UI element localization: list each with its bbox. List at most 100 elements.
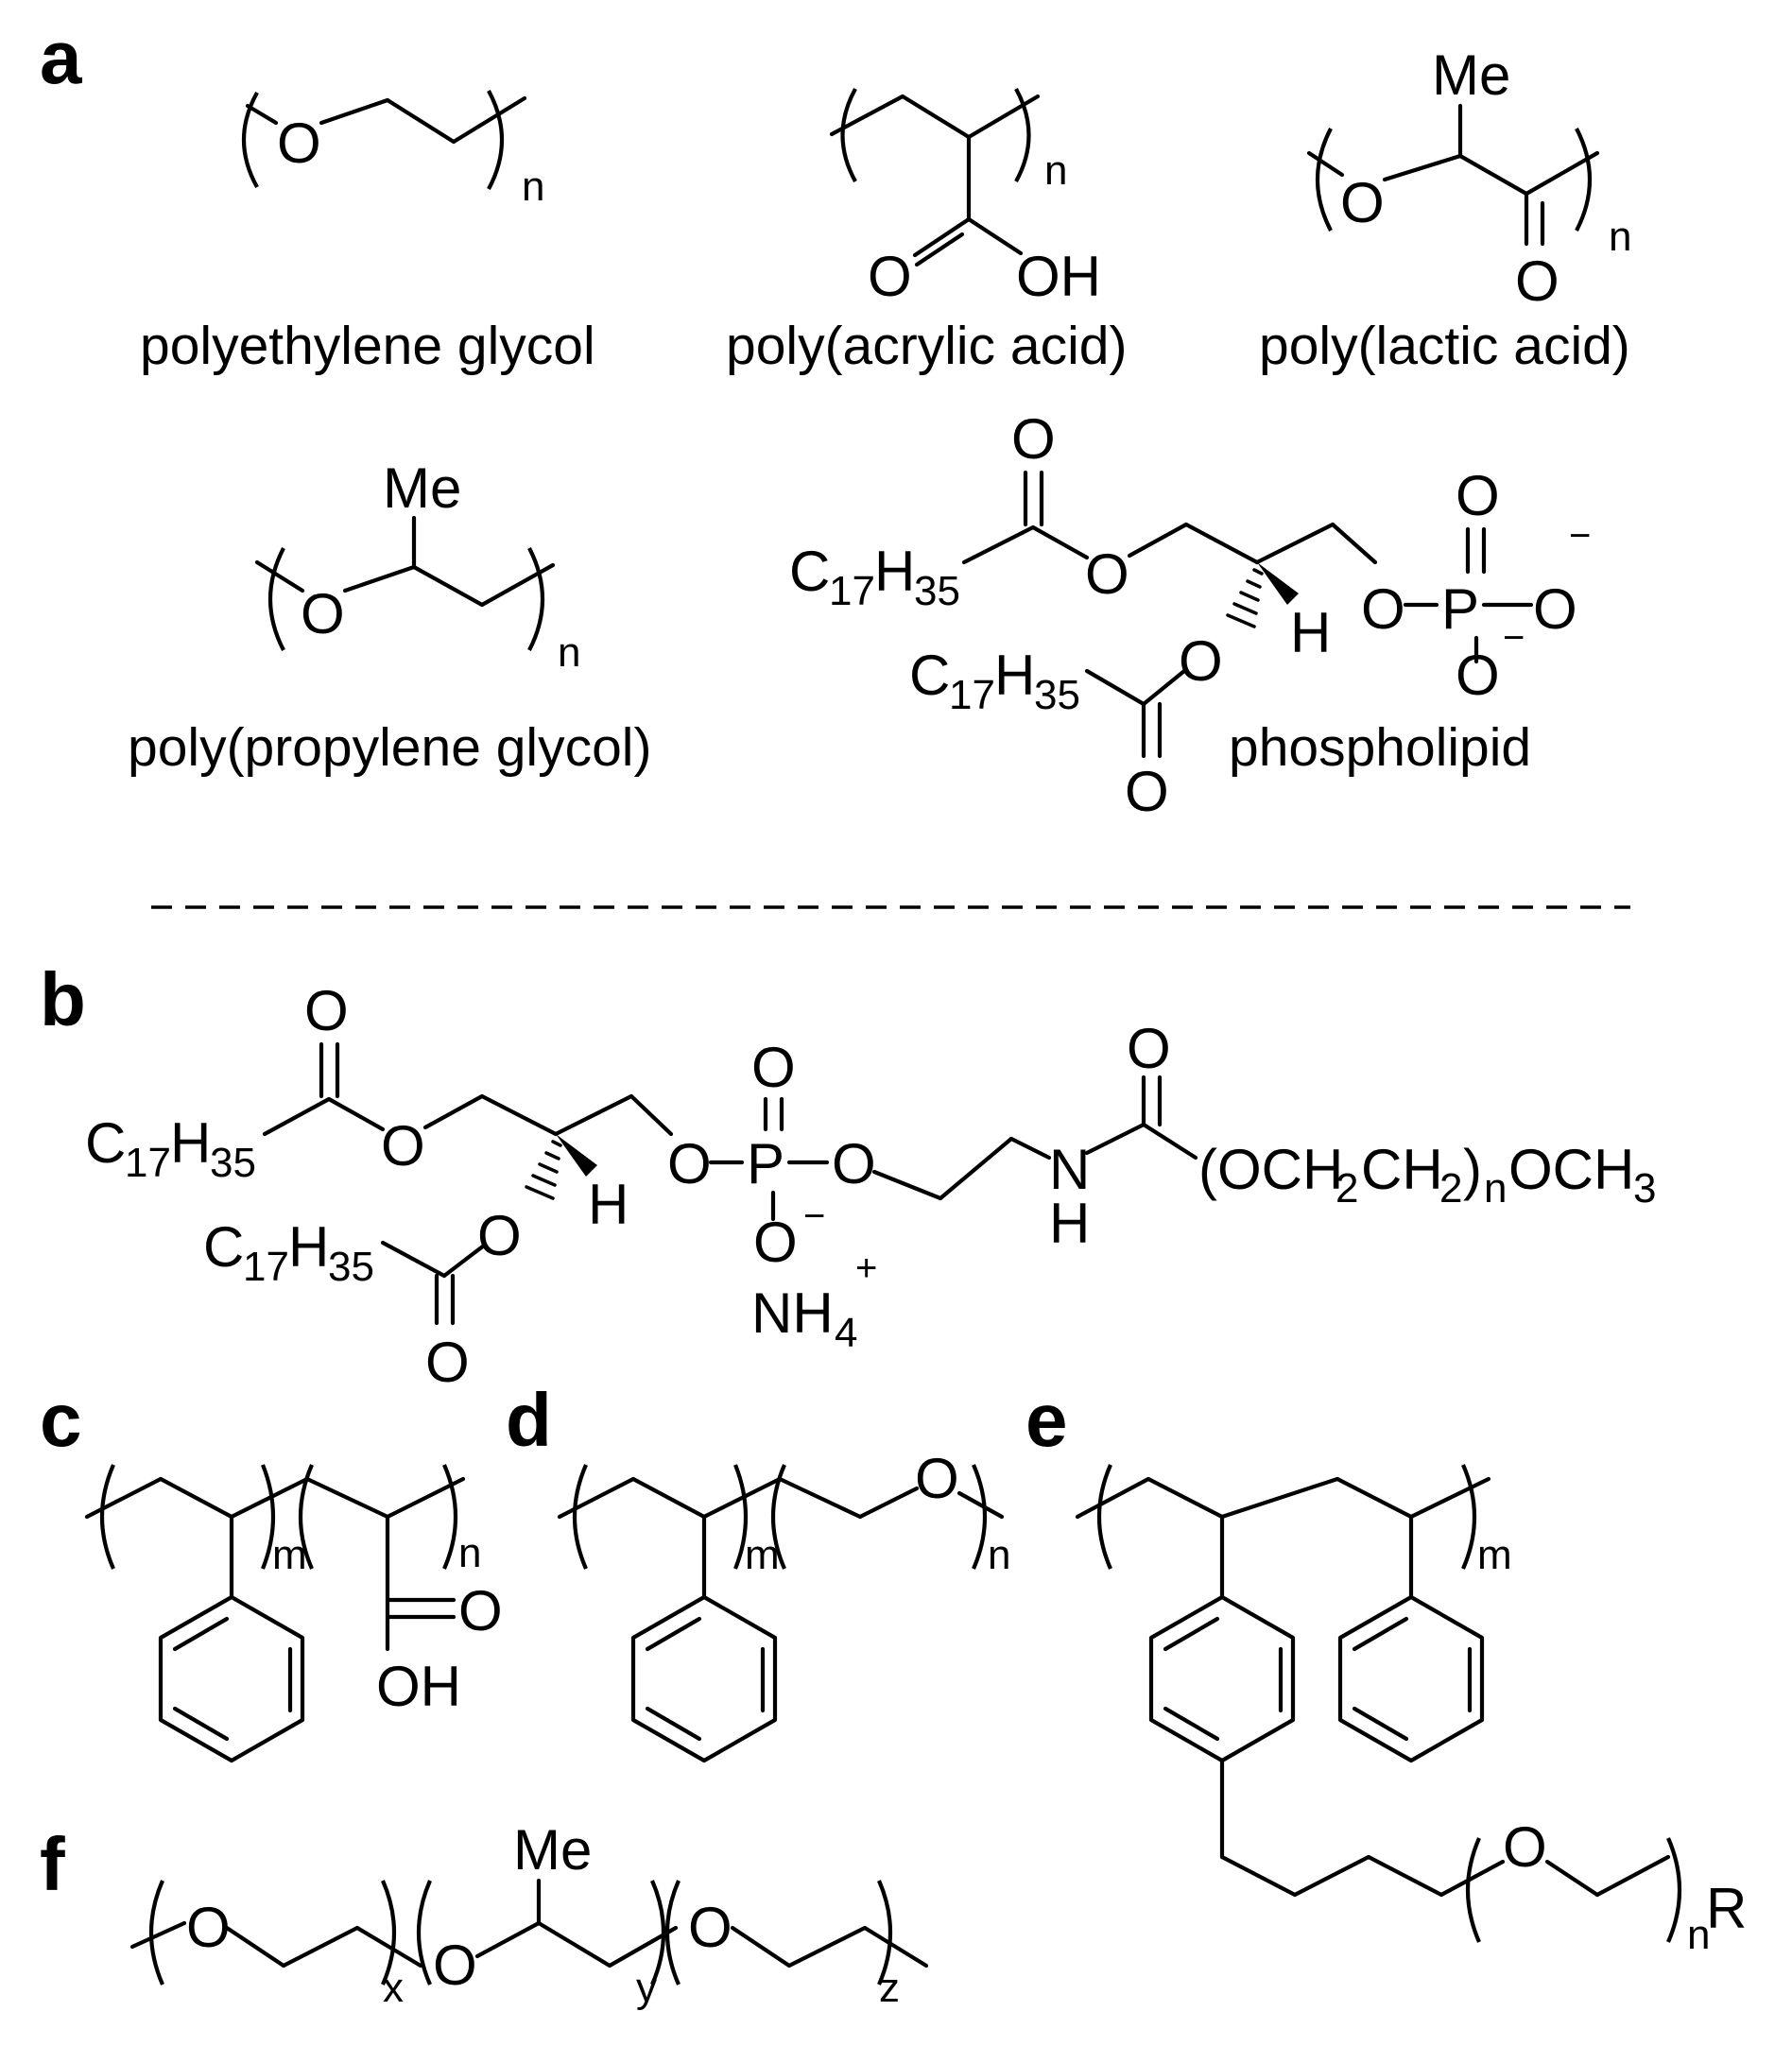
b-chain-35-top: 35 [210, 1140, 256, 1186]
pl-carbonyl-oxygen-top: O [1011, 407, 1056, 471]
e-repeat-m: m [1477, 1532, 1512, 1578]
pl-hashed-bond [1226, 568, 1264, 628]
pl-minus-bottom: − [1503, 617, 1525, 659]
b-phosphorus: P [747, 1132, 784, 1195]
d-bracket-right-m [733, 1464, 749, 1570]
c-bracket-left-n [298, 1464, 314, 1570]
e-bracket-left [1096, 1464, 1112, 1570]
f-bracket-left-y [416, 1880, 432, 1986]
b-phosphate-oxygen-right: O [832, 1132, 876, 1195]
pl-chain-c-bottom: C [909, 644, 950, 707]
e-end-group-r: R [1706, 1877, 1747, 1940]
f-oxygen-3: O [688, 1896, 732, 1959]
e-bracket-right [1461, 1464, 1477, 1570]
pla-carbonyl-oxygen: O [1515, 249, 1559, 313]
peg-structure: O n polyethylene glycol [140, 90, 595, 376]
e-bracket-left-n [1465, 1837, 1481, 1943]
ppg-bracket-right [527, 547, 544, 651]
b-hydrogen: H [588, 1173, 629, 1236]
e-benzene-ring-right [1337, 1594, 1485, 1763]
pla-bracket-right [1575, 128, 1592, 232]
pl-phosphate-o-right: O [1533, 577, 1577, 641]
b-chain-35-bottom: 35 [328, 1244, 374, 1290]
pl-wedge-bond [1257, 562, 1299, 605]
panel-label-c: c [40, 1378, 82, 1462]
f-bracket-right-z [877, 1880, 893, 1986]
d-oxygen: O [915, 1447, 959, 1510]
b-peg-tail-ch: CH [1361, 1138, 1443, 1201]
pl-ester-oxygen-top: O [1085, 542, 1129, 606]
e-repeat-n: n [1687, 1912, 1710, 1958]
paa-carbonyl-oxygen: O [868, 245, 912, 308]
d-bracket-left-m [572, 1464, 588, 1570]
b-amide-nitrogen: N [1049, 1138, 1090, 1201]
ppg-repeat-n: n [558, 629, 580, 676]
f-methyl: Me [513, 1818, 592, 1882]
f-repeat-x: x [383, 1965, 404, 2011]
b-plus: + [855, 1247, 877, 1289]
pl-ester-oxygen-bottom: O [1179, 629, 1223, 693]
panel-label-d: d [506, 1378, 552, 1462]
peg-bracket-left [242, 91, 259, 189]
pl-carbonyl-oxygen-bottom: O [1125, 760, 1169, 823]
pl-phosphate-o-bottom: O [1456, 644, 1500, 707]
pl-chain-17-top: 17 [829, 568, 875, 614]
pl-phosphate-oxygen: O [1361, 577, 1405, 641]
peg-oxygen: O [277, 112, 321, 175]
paa-repeat-n: n [1044, 147, 1067, 194]
paa-name: poly(acrylic acid) [726, 316, 1127, 376]
peg-phospholipid-structure: O C 17 H 35 O H O P O O O − NH [85, 979, 1656, 1394]
b-minus: − [803, 1195, 825, 1237]
paa-bracket-right [1014, 87, 1031, 183]
f-repeat-z: z [879, 1965, 900, 2011]
pla-repeat-n: n [1609, 214, 1631, 260]
paa-hydroxyl: OH [1016, 245, 1101, 308]
e-bracket-right-n [1666, 1837, 1682, 1943]
pl-phosphate-oxo: O [1456, 464, 1500, 527]
pl-chain-h-top: H [874, 540, 915, 603]
c-hydroxyl: OH [376, 1655, 461, 1718]
ppg-oxygen: O [301, 582, 345, 645]
b-peg-tail-n: n [1484, 1165, 1507, 1212]
pla-ester-oxygen: O [1340, 171, 1385, 234]
pl-chain-17-bottom: 17 [949, 672, 995, 718]
b-ammonium-4: 4 [835, 1310, 857, 1356]
f-oxygen-2: O [433, 1934, 477, 1997]
b-carbonyl-oxygen-carbamate: O [1127, 1017, 1171, 1080]
f-repeat-y: y [636, 1965, 657, 2011]
b-chain-h-top: H [170, 1111, 211, 1175]
b-peg-tail-open: (OCH [1198, 1138, 1343, 1201]
f-bracket-left-x [148, 1880, 164, 1986]
pl-chain-h-bottom: H [994, 644, 1035, 707]
pl-chain-c-top: C [789, 540, 830, 603]
b-chain-c-top: C [85, 1111, 126, 1175]
b-peg-tail-och: OCH [1508, 1138, 1634, 1201]
e-oxygen: O [1503, 1815, 1547, 1879]
ppg-name: poly(propylene glycol) [128, 717, 651, 778]
c-carbonyl-oxygen: O [458, 1579, 503, 1642]
ppg-structure: Me O n poly(propylene glycol) [128, 456, 651, 778]
pla-structure: Me O O n poly(lactic acid) [1259, 43, 1631, 376]
b-chain-c-bottom: C [203, 1215, 244, 1279]
b-hashed-bond [525, 1140, 562, 1200]
b-peg-tail-sub2-a: 2 [1335, 1165, 1358, 1212]
b-peg-tail-close: ) [1463, 1138, 1482, 1201]
pl-minus-right: − [1569, 515, 1591, 557]
b-amide-hydrogen: H [1049, 1192, 1090, 1255]
pl-chain-35-bottom: 35 [1034, 672, 1080, 718]
b-peg-tail-sub2-b: 2 [1439, 1165, 1462, 1212]
paa-structure: n O OH poly(acrylic acid) [726, 87, 1127, 376]
b-wedge-bond [556, 1134, 597, 1177]
b-chain-17-bottom: 17 [243, 1244, 289, 1290]
b-ammonium-nh: NH [751, 1281, 834, 1345]
d-bracket-left-n [770, 1464, 786, 1570]
d-bracket-right-n [972, 1464, 988, 1570]
f-bracket-left-z [664, 1880, 681, 1986]
pluronic-triblock-structure: Me O x O y O z [129, 1818, 929, 2011]
b-ester-oxygen-top: O [381, 1114, 425, 1178]
b-phosphate-oxygen-left: O [667, 1132, 712, 1195]
d-repeat-n: n [988, 1532, 1010, 1578]
b-carbonyl-oxygen-top: O [304, 979, 349, 1042]
f-oxygen-1: O [186, 1896, 231, 1959]
